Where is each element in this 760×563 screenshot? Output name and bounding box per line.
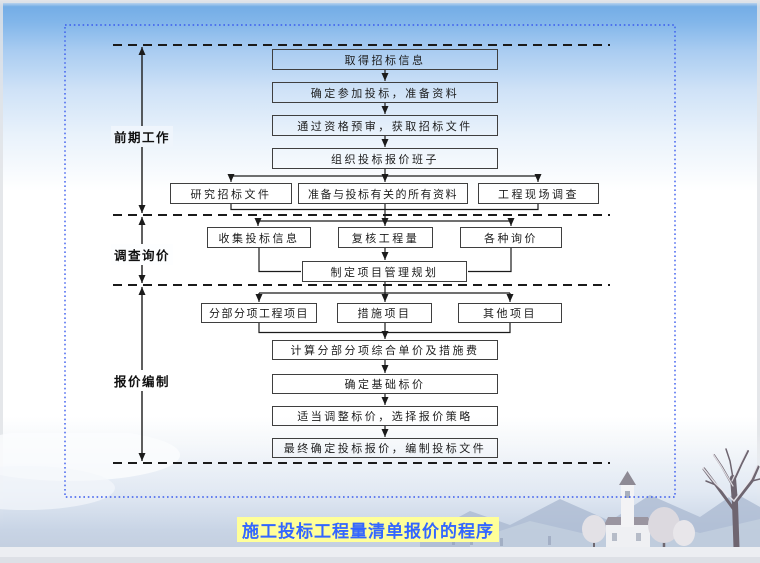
- node-various-inquiries: 各种询价: [460, 227, 562, 248]
- node-collect-info: 收集投标信息: [207, 227, 311, 248]
- phase-label-preparation: 前期工作: [110, 126, 174, 147]
- node-verify-quantities: 复核工程量: [338, 227, 433, 248]
- winter-scene-background: [0, 433, 760, 563]
- node-adjust-price: 适当调整标价，选择报价策略: [272, 406, 498, 426]
- node-other-items: 其他项目: [458, 303, 562, 323]
- dotted-frame: [64, 24, 676, 498]
- slide-title: 施工投标工程量清单报价的程序: [237, 517, 499, 542]
- node-measure-items: 措施项目: [337, 303, 432, 323]
- node-prepare-materials: 准备与投标有关的所有资料: [298, 183, 468, 204]
- node-obtain-info: 取得招标信息: [272, 49, 498, 70]
- node-management-plan: 制定项目管理规划: [302, 261, 467, 282]
- phase-label-inquiry: 调查询价: [110, 244, 174, 265]
- node-divisional-items: 分部分项工程项目: [201, 303, 317, 323]
- node-site-investigation: 工程现场调查: [478, 183, 599, 204]
- node-prequalification: 通过资格预审，获取招标文件: [272, 115, 498, 136]
- node-calc-unit-price: 计算分部分项综合单价及措施费: [272, 340, 498, 360]
- phase-label-quotation: 报价编制: [110, 370, 174, 391]
- node-organize-team: 组织投标报价班子: [272, 148, 498, 169]
- node-final-quotation: 最终确定投标报价，编制投标文件: [272, 438, 498, 458]
- node-study-documents: 研究招标文件: [170, 183, 292, 204]
- node-base-price: 确定基础标价: [272, 374, 498, 394]
- node-decide-participate: 确定参加投标，准备资料: [272, 82, 498, 103]
